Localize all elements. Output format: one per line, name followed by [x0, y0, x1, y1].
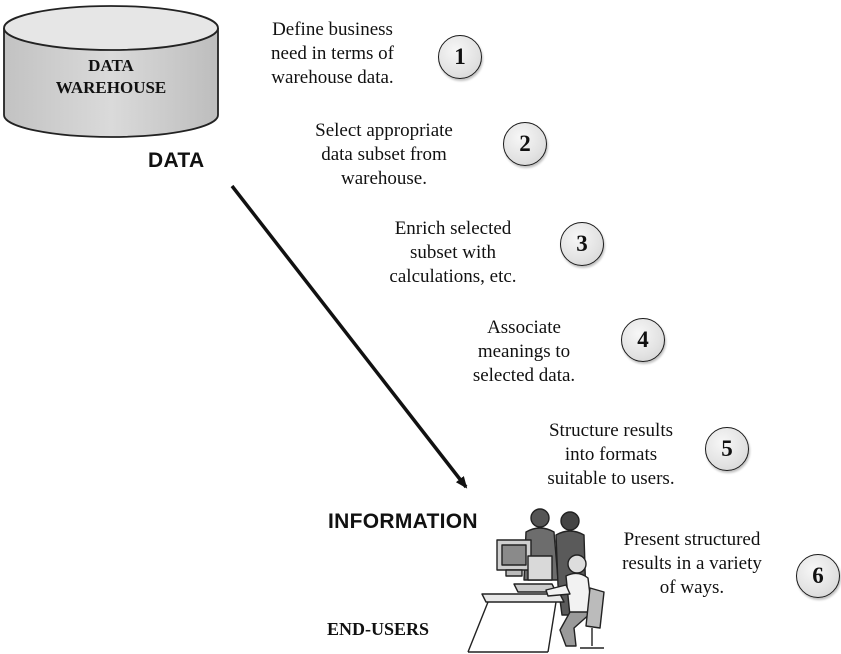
step-2-line-1: Select appropriate [315, 120, 453, 141]
step-2-line-3: warehouse. [341, 168, 427, 189]
step-3-line-1: Enrich selected [394, 218, 512, 239]
step-3-line-3: calculations, etc. [389, 266, 517, 287]
step-3-text: Enrich selected subset with calculations… [370, 217, 536, 289]
step-6-text: Present structured results in a variety … [594, 528, 790, 600]
step-5-badge: 5 [705, 427, 749, 471]
step-1-line-1: Define business [272, 19, 393, 40]
step-6-line-2: results in a variety [622, 553, 762, 574]
step-5-line-3: suitable to users. [547, 468, 675, 489]
step-4-line-3: selected data. [472, 365, 576, 386]
step-2-line-2: data subset from [321, 144, 447, 165]
data-warehouse-label-line1: DATA [88, 56, 134, 75]
database-cylinder-icon [3, 5, 219, 138]
step-1-badge: 1 [438, 35, 482, 79]
data-flow-arrow [230, 184, 468, 489]
end-users-workstation-icon [467, 508, 605, 653]
step-3-badge: 3 [560, 222, 604, 266]
step-6-badge: 6 [796, 554, 840, 598]
step-1-line-2: need in terms of [271, 43, 394, 64]
end-users-label: END-USERS [327, 619, 430, 639]
step-6-line-3: of ways. [659, 577, 725, 598]
step-3-line-2: subset with [409, 242, 497, 263]
information-label: INFORMATION [328, 510, 478, 533]
step-5-line-1: Structure results [548, 420, 673, 441]
step-4-badge: 4 [621, 318, 665, 362]
step-6-line-1: Present structured [623, 529, 761, 550]
data-warehouse-label: DATA WAREHOUSE [6, 55, 216, 99]
step-1-line-3: warehouse data. [271, 67, 394, 88]
step-4-text: Associate meanings to selected data. [458, 316, 590, 388]
step-2-text: Select appropriate data subset from ware… [290, 119, 478, 191]
data-label: DATA [148, 149, 205, 172]
step-1-text: Define business need in terms of warehou… [250, 18, 415, 90]
data-warehouse-label-line2: WAREHOUSE [55, 78, 167, 97]
step-4-line-2: meanings to [477, 341, 571, 362]
step-4-line-1: Associate [487, 317, 561, 338]
step-2-badge: 2 [503, 122, 547, 166]
step-5-text: Structure results into formats suitable … [522, 419, 700, 491]
step-5-line-2: into formats [564, 444, 658, 465]
